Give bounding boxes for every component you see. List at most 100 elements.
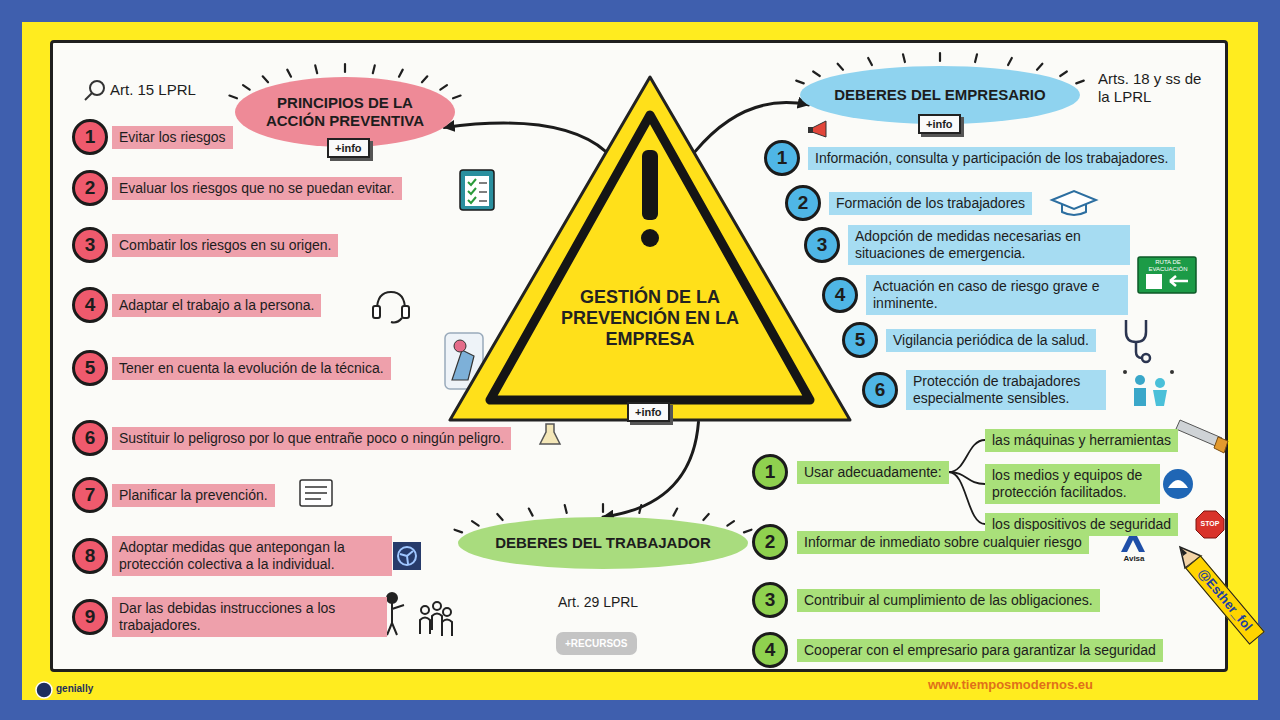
callout-number: 4 — [72, 287, 108, 323]
helmet-icon — [1163, 469, 1193, 499]
node-text: GESTIÓN DE LA PREVENCIÓN EN LA EMPRESA — [538, 287, 762, 350]
node-text: Formación de los trabajadores — [836, 195, 1025, 211]
connector-arrow — [949, 472, 985, 524]
article-reference: Art. 29 LPRL — [558, 594, 638, 611]
callout-number-text: 6 — [85, 427, 96, 449]
collective-protection-icon — [393, 542, 421, 570]
sunburst-tick — [939, 53, 941, 61]
callout-number: 6 — [72, 420, 108, 456]
sunburst-tick — [838, 64, 843, 70]
callout-number-text: 4 — [835, 284, 846, 306]
callout-number-text: 2 — [798, 192, 809, 214]
sign-text: RUTA DE EVACUACIÓN — [1140, 259, 1196, 273]
node-text: Cooperar con el empresario para garantiz… — [804, 642, 1156, 658]
sunburst-tick — [243, 85, 250, 89]
section-ellipse: DEBERES DEL TRABAJADOR — [458, 517, 748, 569]
principle-band: Combatir los riesgos en su origen. — [112, 234, 338, 257]
sunburst-tick — [229, 96, 237, 99]
sunburst-tick — [975, 54, 977, 62]
principle-band: Evitar los riesgos — [112, 126, 233, 149]
callout-number: 2 — [752, 524, 788, 560]
principle-band: Sustituir lo peligroso por lo que entrañ… — [112, 427, 511, 450]
node-text: Dar las debidas instrucciones a los trab… — [119, 600, 335, 633]
sunburst-tick — [472, 521, 479, 525]
headset-icon — [373, 292, 409, 323]
callout-number: 7 — [72, 477, 108, 513]
sunburst-tick — [565, 505, 567, 513]
callout-number: 6 — [862, 372, 898, 408]
node-text: DEBERES DEL EMPRESARIO — [834, 86, 1045, 104]
principle-band: Tener en cuenta la evolución de la técni… — [112, 357, 391, 380]
stethoscope-icon — [1126, 320, 1150, 362]
sunburst-tick — [455, 530, 463, 533]
callout-number-text: 1 — [85, 126, 96, 148]
sunburst-tick — [1008, 58, 1012, 65]
sub-duty-band: los medios y equipos de protección facil… — [985, 464, 1160, 504]
callout-number: 1 — [752, 454, 788, 490]
connector-arrow — [949, 440, 985, 472]
duty-band: Formación de los trabajadores — [829, 192, 1032, 215]
duty-band: Usar adecuadamente: — [797, 461, 949, 484]
checklist-icon — [460, 170, 494, 210]
instructor-icon — [387, 593, 452, 636]
icon-caption: Avisa — [1114, 554, 1154, 564]
sub-duty-band: las máquinas y herramientas — [985, 429, 1178, 452]
callout-number: 3 — [804, 227, 840, 263]
sunburst-tick — [703, 514, 708, 520]
callout-number-text: 8 — [85, 545, 96, 567]
node-text: Vigilancia periódica de la salud. — [893, 332, 1089, 348]
callout-number-text: 3 — [85, 234, 96, 256]
callout-number-text: 5 — [85, 357, 96, 379]
sunburst-tick — [673, 509, 677, 516]
author-handle: @Esther_fol — [1185, 555, 1265, 644]
node-text: Información, consulta y participación de… — [815, 150, 1168, 166]
connector-arrow — [603, 422, 698, 517]
node-text: Usar adecuadamente: — [804, 464, 942, 480]
duty-band: Adopción de medidas necesarias en situac… — [848, 225, 1130, 265]
sunburst-tick — [344, 64, 346, 72]
callout-number: 9 — [72, 599, 108, 635]
principle-band: Planificar la prevención. — [112, 484, 275, 507]
sunburst-tick — [813, 72, 820, 76]
callout-number-text: 3 — [817, 234, 828, 256]
callout-number: 3 — [752, 582, 788, 618]
sunburst-tick — [373, 65, 375, 73]
platform-watermark: genially — [56, 683, 93, 695]
magnifier-icon — [85, 81, 104, 100]
website-url: www.tiemposmodernos.eu — [928, 677, 1093, 693]
node-text: Adaptar el trabajo a la persona. — [119, 297, 314, 313]
warning-triangle: GESTIÓN DE LA PREVENCIÓN EN LA EMPRESA — [448, 75, 852, 422]
graduation-cap-icon — [1052, 191, 1096, 215]
node-text: Sustituir lo peligroso por lo que entrañ… — [119, 430, 504, 446]
callout-number: 2 — [785, 185, 821, 221]
sunburst-tick — [727, 521, 734, 525]
node-text: +info — [926, 118, 953, 130]
section-ellipse: PRINCIPIOS DE LA ACCIÓN PREVENTIVA — [235, 77, 455, 147]
document-icon — [300, 480, 332, 506]
duty-band: Contribuir al cumplimiento de las obliga… — [797, 589, 1100, 612]
sunburst-tick — [440, 85, 447, 89]
principle-band: Adoptar medidas que antepongan la protec… — [112, 536, 392, 576]
callout-number-text: 5 — [855, 329, 866, 351]
duty-band: Información, consulta y participación de… — [808, 147, 1175, 170]
principle-band: Dar las debidas instrucciones a los trab… — [112, 597, 387, 637]
article-reference: Arts. 18 y ss de la LPRL — [1098, 70, 1216, 106]
duty-band: Informar de inmediato sobre cualquier ri… — [797, 531, 1089, 554]
node-text: Planificar la prevención. — [119, 487, 268, 503]
node-text: DEBERES DEL TRABAJADOR — [495, 534, 711, 552]
duty-band: Protección de trabajadores especialmente… — [906, 370, 1106, 410]
sunburst-tick — [399, 70, 403, 77]
node-text: +info — [635, 406, 662, 418]
callout-number: 1 — [72, 119, 108, 155]
node-text: +RECURSOS — [565, 638, 628, 649]
callout-number: 4 — [822, 277, 858, 313]
flask-icon — [540, 424, 560, 444]
callout-number: 5 — [842, 322, 878, 358]
callout-number: 3 — [72, 227, 108, 263]
logo-icon — [36, 682, 52, 698]
node-text: Evitar los riesgos — [119, 129, 226, 145]
callout-number-text: 2 — [85, 177, 96, 199]
resources-button: +RECURSOS — [556, 632, 637, 655]
callout-number-text: 6 — [875, 379, 886, 401]
duty-band: Vigilancia periódica de la salud. — [886, 329, 1096, 352]
